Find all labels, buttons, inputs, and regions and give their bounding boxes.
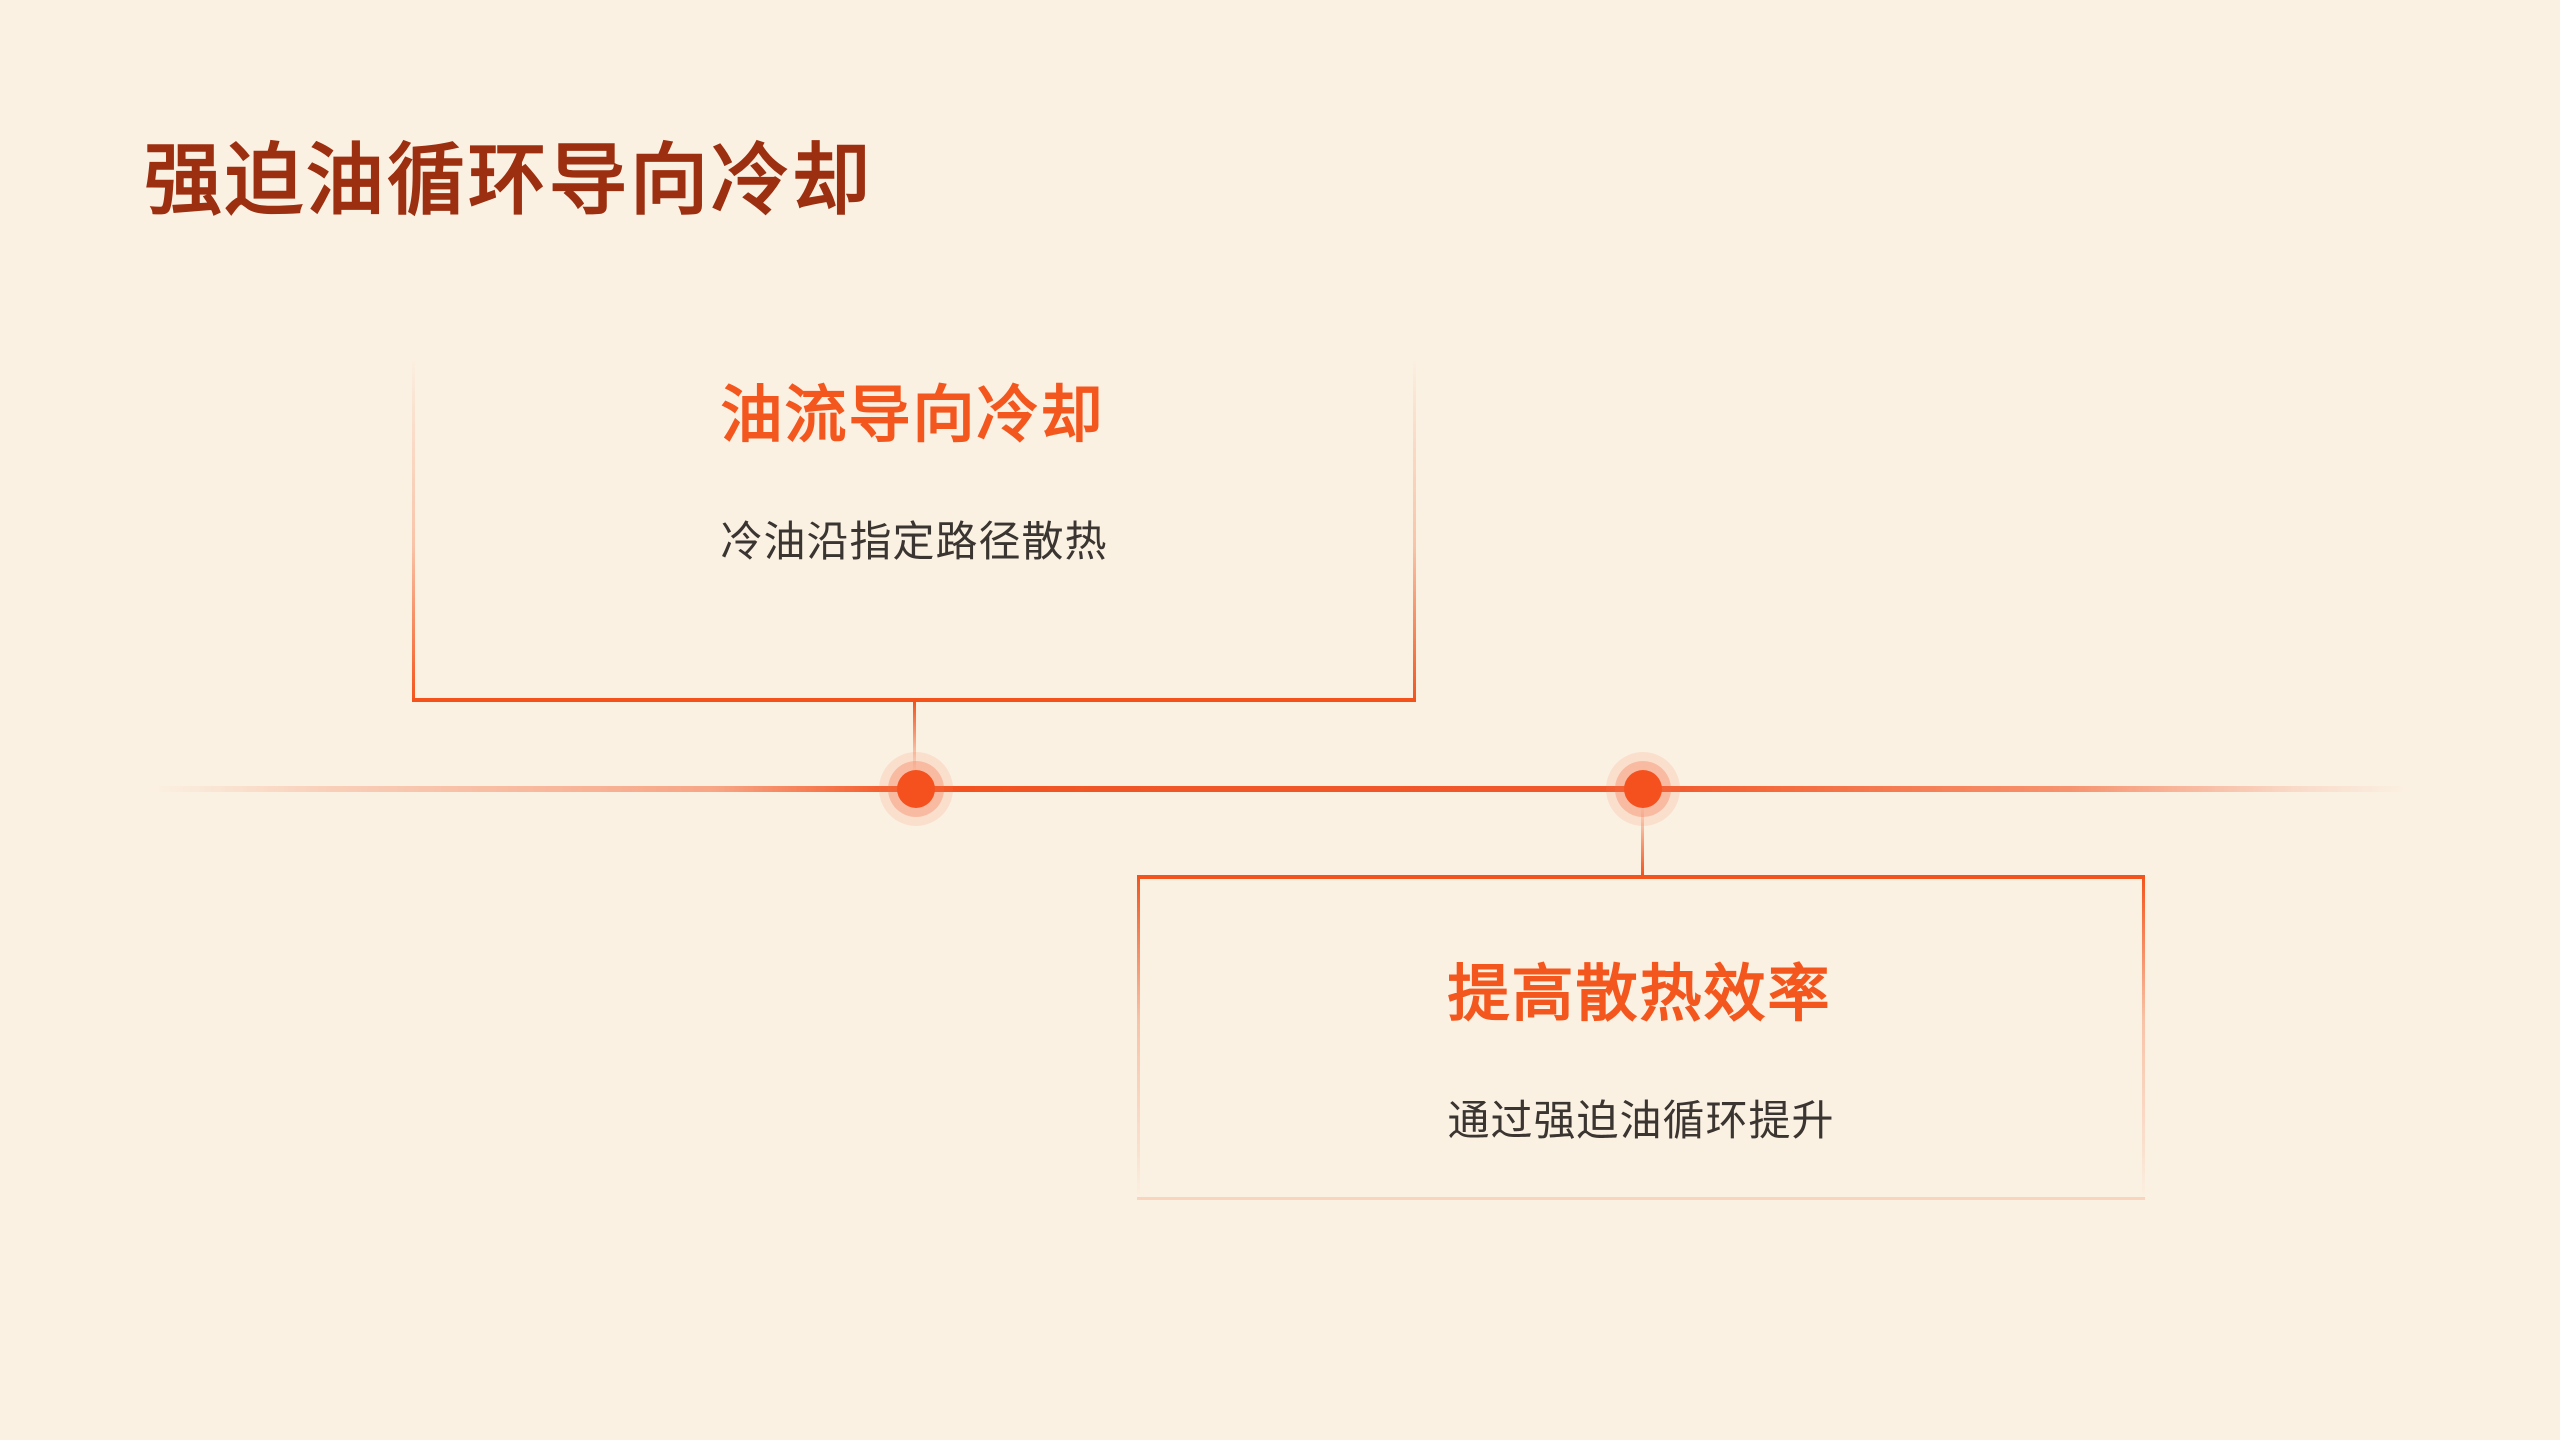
timeline-card-1: 油流导向冷却 冷油沿指定路径散热 (412, 356, 1416, 702)
timeline-node-dot-2 (1624, 770, 1662, 808)
card-1-content: 油流导向冷却 冷油沿指定路径散热 (720, 364, 1107, 569)
card-1-heading: 油流导向冷却 (720, 381, 1105, 450)
card-2-description: 通过强迫油循环提升 (1447, 1097, 1835, 1144)
card-2-border-left (1137, 875, 1140, 1200)
card-2-border-right (2142, 875, 2145, 1200)
card-2-border-bottom (1137, 1197, 2145, 1200)
card-2-content: 提高散热效率 通过强迫油循环提升 (1447, 943, 1834, 1148)
card-1-connector-line (913, 702, 916, 776)
card-1-description: 冷油沿指定路径散热 (720, 518, 1108, 565)
card-1-border-bottom (412, 698, 1416, 702)
page-title: 强迫油循环导向冷却 (144, 136, 874, 224)
card-2-border-top (1137, 875, 2145, 879)
card-1-border-right (1413, 356, 1416, 702)
card-2-heading: 提高散热效率 (1447, 960, 1832, 1029)
timeline-card-2: 提高散热效率 通过强迫油循环提升 (1137, 875, 2145, 1200)
card-2-connector-line (1641, 801, 1644, 875)
timeline-node-dot-1 (897, 770, 935, 808)
card-1-border-left (412, 356, 415, 702)
timeline-line (150, 786, 2410, 792)
